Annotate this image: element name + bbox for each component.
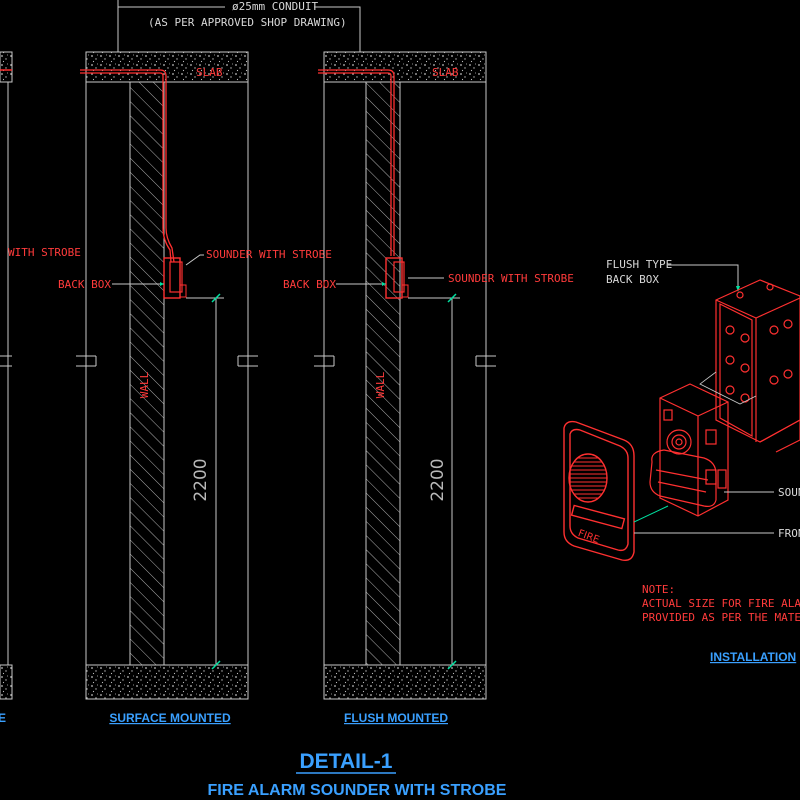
base-plate-iso <box>659 383 729 517</box>
flush-back-box-label: BACK BOX <box>283 278 336 291</box>
conduit-label: ø25mm CONDUIT <box>232 0 318 13</box>
slab-top <box>85 51 249 83</box>
slab-top <box>323 51 487 83</box>
note-line2: PROVIDED AS PER THE MATERI <box>642 611 800 624</box>
front-cover-iso <box>563 420 635 562</box>
left-partial-sounder-label: WITH STROBE <box>8 246 81 259</box>
surface-sounder-body <box>169 261 183 293</box>
detail-title: DETAIL-1 <box>300 750 393 773</box>
detail-subtitle: FIRE ALARM SOUNDER WITH STROBE <box>208 782 507 799</box>
wall-label: WALL <box>374 371 387 398</box>
flush-mounted-detail: SLAB WALL SOUNDER WITH STROBE BACK BOX 2… <box>283 51 574 725</box>
flush-back-box-iso <box>715 279 800 453</box>
slab-bottom <box>323 664 487 700</box>
wall-section <box>129 81 165 666</box>
flush-box-label-line2: BACK BOX <box>606 273 659 286</box>
left-partial-title: E <box>0 711 6 725</box>
surface-sounder-label: SOUNDER WITH STROBE <box>206 248 332 261</box>
surface-mounted-detail: SLAB WALL SOUNDER WITH STROBE BACK BOX 2… <box>58 51 332 725</box>
surface-back-box <box>163 257 181 299</box>
wall-label: WALL <box>138 371 151 398</box>
flush-dimension: 2200 <box>428 458 448 501</box>
fire-text: FIRE <box>576 528 600 546</box>
flush-sounder-body <box>393 261 405 293</box>
slab-label: SLAB <box>196 66 223 79</box>
slab-bottom <box>85 664 249 700</box>
conduit-callout: ø25mm CONDUIT (AS PER APPROVED SHOP DRAW… <box>116 0 362 64</box>
flush-back-box <box>385 257 403 299</box>
installation-title: INSTALLATION <box>710 650 796 664</box>
sounder-body-iso <box>649 449 727 507</box>
surface-back-box-label: BACK BOX <box>58 278 111 291</box>
flush-box-label-line1: FLUSH TYPE <box>606 258 672 271</box>
slab-label: SLAB <box>432 66 459 79</box>
installation-view: FLUSH TYPE BACK BOX <box>563 258 800 664</box>
surface-dimension: 2200 <box>191 458 211 501</box>
conduit-note: (AS PER APPROVED SHOP DRAWING) <box>148 16 347 29</box>
note-line1: ACTUAL SIZE FOR FIRE ALARM <box>642 597 800 610</box>
sounder-partial-label: SOUN <box>778 486 800 499</box>
note-title: NOTE: <box>642 583 675 596</box>
conduit-run <box>80 69 175 263</box>
flush-title: FLUSH MOUNTED <box>344 711 448 725</box>
left-partial-detail: WITH STROBE E <box>0 51 81 725</box>
conduit-run <box>318 69 395 256</box>
surface-title: SURFACE MOUNTED <box>109 711 231 725</box>
flush-sounder-label: SOUNDER WITH STROBE <box>448 272 574 285</box>
